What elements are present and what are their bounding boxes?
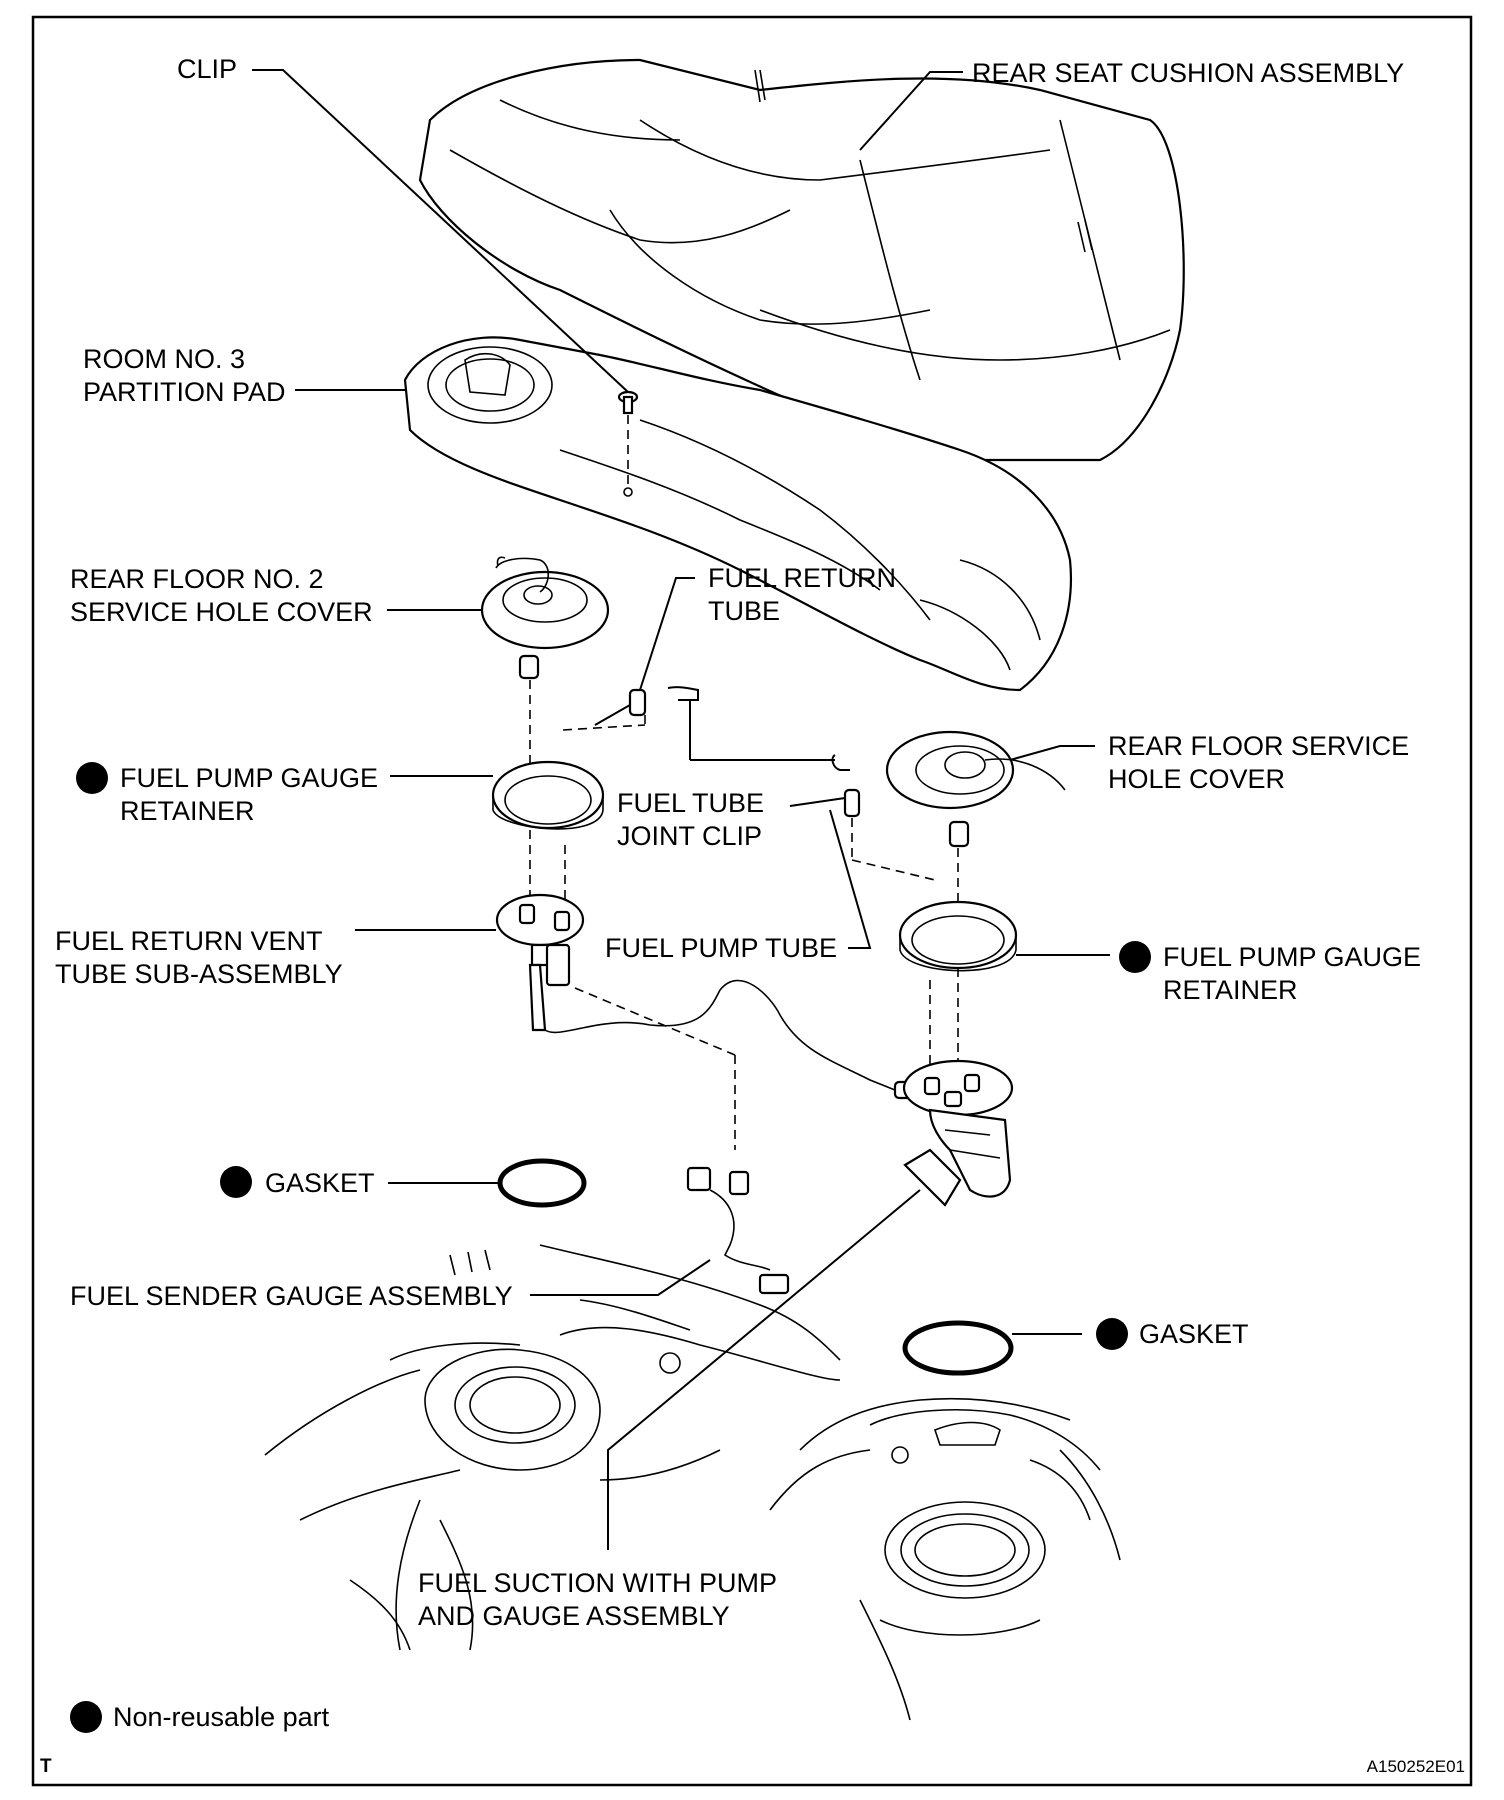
right-gasket-ring (902, 1320, 1014, 1376)
label-left-retainer-line2: RETAINER (120, 796, 255, 826)
label-right-retainer-line2: RETAINER (1163, 975, 1298, 1005)
label-fuel-suction-line2: AND GAUGE ASSEMBLY (418, 1601, 730, 1631)
right-retainer-ring (898, 900, 1018, 972)
label-rear-seat-cushion: REAR SEAT CUSHION ASSEMBLY (972, 58, 1404, 88)
nonreusable-marker-right-gasket (1096, 1318, 1128, 1350)
label-clip: CLIP (177, 54, 237, 84)
nonreusable-marker-right-retainer (1119, 941, 1151, 973)
label-rear-floor-no2-line1: REAR FLOOR NO. 2 (70, 564, 324, 594)
fuel-return-vent-tube-part (495, 893, 915, 1100)
legend-text: Non-reusable part (113, 1702, 330, 1732)
rear-seat-cushion-drawing (418, 58, 1185, 462)
label-fuel-suction-line1: FUEL SUCTION WITH PUMP (418, 1568, 777, 1598)
label-left-retainer-line1: FUEL PUMP GAUGE (120, 763, 378, 793)
label-rear-floor-cover-line1: REAR FLOOR SERVICE (1108, 731, 1409, 761)
fuel-suction-pump-assembly-part (902, 1059, 1014, 1207)
label-left-gasket: GASKET (265, 1168, 375, 1198)
label-vent-tube-line2: TUBE SUB-ASSEMBLY (55, 959, 343, 989)
fuel-return-tube-part (594, 686, 850, 771)
fuel-sender-gauge-part (686, 1166, 790, 1295)
fuel-pump-tube-part (789, 788, 861, 818)
label-partition-pad-line2: PARTITION PAD (83, 377, 286, 407)
label-joint-clip-line1: FUEL TUBE (617, 788, 764, 818)
label-rear-floor-no2-line2: SERVICE HOLE COVER (70, 597, 373, 627)
label-rear-floor-cover-line2: HOLE COVER (1108, 764, 1285, 794)
nonreusable-marker-left-gasket (220, 1166, 252, 1198)
label-fuel-pump-tube: FUEL PUMP TUBE (605, 933, 837, 963)
figure-code: A150252E01 (1367, 1757, 1465, 1776)
partition-pad-drawing (403, 336, 1072, 692)
label-fuel-return-tube-line2: TUBE (708, 596, 780, 626)
label-right-gasket: GASKET (1139, 1319, 1249, 1349)
left-retainer-ring (491, 760, 605, 830)
figure-frame (31, 15, 1473, 1787)
rear-floor-no2-service-hole-cover (480, 556, 610, 680)
left-gasket-ring (497, 1158, 587, 1208)
floor-panel-drawing (264, 1244, 1121, 1721)
nonreusable-marker-legend (70, 1701, 102, 1733)
rear-floor-service-hole-cover (885, 730, 1066, 848)
nonreusable-marker-left-retainer (76, 762, 108, 794)
leader-lines (252, 69, 1110, 1550)
label-right-retainer-line1: FUEL PUMP GAUGE (1163, 942, 1421, 972)
label-vent-tube-line1: FUEL RETURN VENT (55, 926, 323, 956)
corner-mark-left: T (40, 1756, 52, 1777)
label-fuel-sender: FUEL SENDER GAUGE ASSEMBLY (70, 1281, 513, 1311)
label-partition-pad-line1: ROOM NO. 3 (83, 344, 245, 374)
label-joint-clip-line2: JOINT CLIP (617, 821, 762, 851)
label-fuel-return-tube-line1: FUEL RETURN (708, 563, 896, 593)
